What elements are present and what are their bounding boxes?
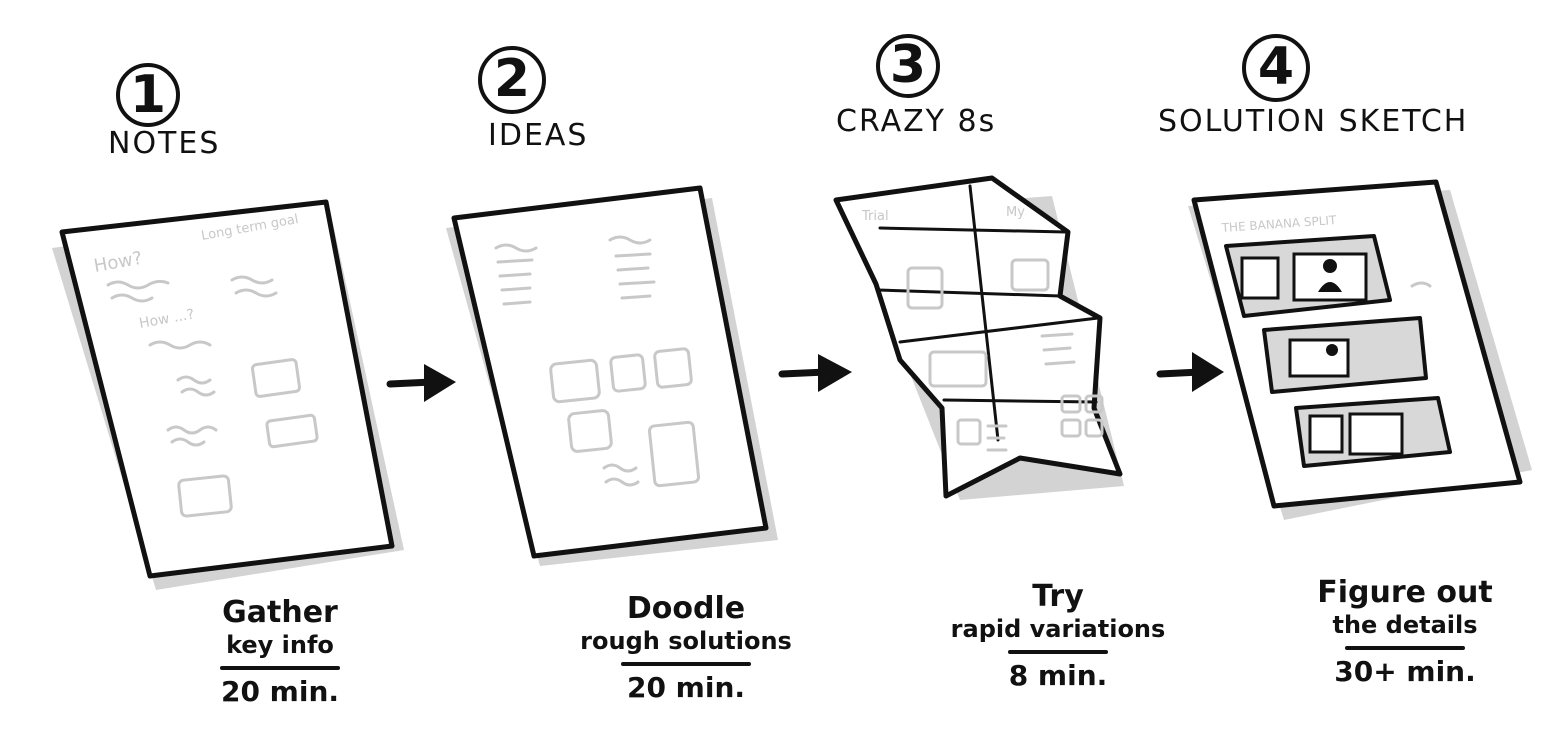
- step-4-duration: 30+ min.: [1334, 655, 1476, 688]
- solution-sketch-sheet-icon: THE BANANA SPLIT: [1188, 179, 1532, 520]
- step-2-duration: 20 min.: [626, 671, 746, 704]
- crazy-my-text: My: [1006, 205, 1025, 220]
- step-1-caption-line2: key info: [226, 631, 334, 659]
- step-2-circle-icon: [478, 46, 546, 114]
- step-1-caption-line1: Gather: [222, 595, 338, 630]
- step-3-caption-line1: Try: [1032, 579, 1084, 614]
- step-3-duration: 8 min.: [1008, 659, 1108, 692]
- crazy-8s-folded-sheet-icon: Trial My: [833, 175, 1124, 500]
- step-2-number: 2: [493, 49, 531, 109]
- arrow-right-icon-1: [386, 364, 456, 402]
- step-3-caption-line2: rapid variations: [950, 615, 1166, 643]
- step-4-circle-icon: [1242, 34, 1310, 102]
- step-4-title: SOLUTION SKETCH: [1158, 104, 1469, 139]
- step-3-caption: Try rapid variations 8 min.: [928, 580, 1188, 692]
- step-1-caption: Gather key info 20 min.: [180, 596, 380, 708]
- step-4-caption-line2: the details: [1332, 611, 1478, 639]
- step-4-caption-line1: Figure out: [1317, 575, 1493, 610]
- arrow-right-icon-2: [778, 354, 852, 392]
- step-1-circle-icon: [116, 63, 180, 127]
- step-1-title: NOTES: [108, 126, 221, 161]
- step-2-caption: Doodle rough solutions 20 min.: [566, 592, 806, 704]
- ideas-sheet-icon: [446, 185, 778, 566]
- step-1-divider: [220, 666, 340, 670]
- step-2-caption-line2: rough solutions: [580, 627, 792, 655]
- step-4-caption: Figure out the details 30+ min.: [1290, 576, 1520, 688]
- arrow-right-icon-3: [1156, 352, 1224, 392]
- step-4-divider: [1345, 646, 1465, 650]
- step-2-divider: [621, 662, 751, 666]
- step-3-title: CRAZY 8s: [836, 104, 997, 139]
- step-4-number: 4: [1257, 37, 1295, 97]
- step-3-divider: [1008, 650, 1108, 654]
- notes-sheet-icon: How? Long term goal How ...?: [52, 199, 404, 590]
- step-1-number: 1: [129, 65, 167, 125]
- step-3-number: 3: [889, 35, 927, 95]
- crazy-trial-text: Trial: [861, 209, 889, 224]
- step-3-circle-icon: [876, 34, 940, 98]
- step-1-duration: 20 min.: [220, 675, 340, 708]
- step-2-caption-line1: Doodle: [626, 591, 746, 626]
- step-2-title: IDEAS: [488, 118, 589, 153]
